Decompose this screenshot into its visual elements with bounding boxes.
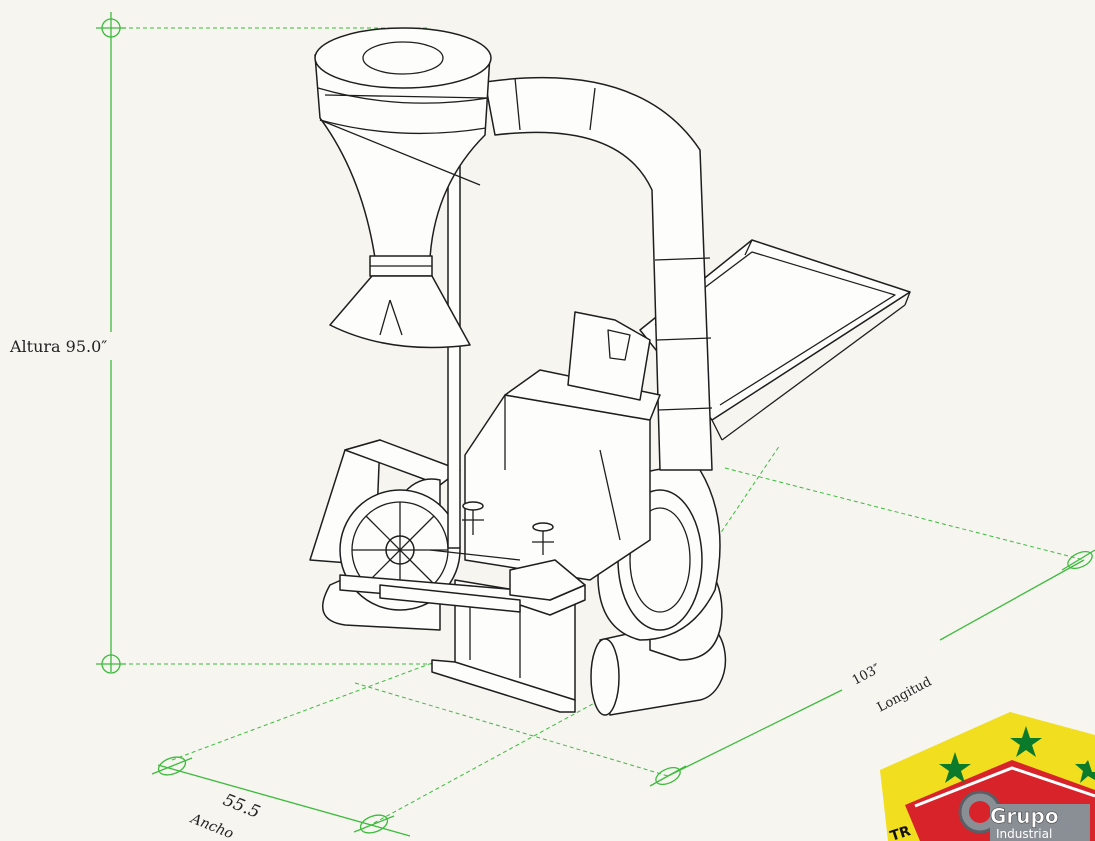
height-dimension: [96, 12, 435, 674]
length-label: Longitud: [875, 674, 934, 715]
company-logo: Grupo Industrial TR: [880, 712, 1095, 841]
height-label: Altura 95.0″: [9, 337, 107, 356]
valve-handle-left: [462, 501, 484, 535]
logo-star-icon: [1010, 726, 1042, 757]
frame-rails: [339, 549, 586, 616]
length-right-target-icon: [1061, 549, 1095, 571]
width-left-target-icon: [151, 756, 193, 776]
logo-line1: Grupo: [990, 804, 1059, 828]
cyclone-pipe: [484, 76, 713, 471]
width-dimension: [151, 659, 601, 837]
logo-partial-text: TR: [888, 823, 912, 841]
height-bottom-target-icon: [96, 654, 126, 674]
valve-handle-right: [532, 522, 554, 555]
logo-line2: Industrial: [996, 827, 1052, 841]
logo-star-icon: [939, 752, 971, 783]
hammer-mill-drawing: [309, 27, 911, 716]
width-label: Ancho: [187, 810, 236, 841]
mill-body: [464, 311, 661, 581]
width-value: 55.5: [220, 790, 263, 823]
length-left-target-icon: [649, 765, 687, 787]
length-value: 103″: [850, 661, 883, 688]
height-top-target-icon: [96, 18, 126, 38]
width-right-target-icon: [353, 814, 395, 834]
logo-star-icon: [1075, 760, 1095, 783]
cyclone: [314, 27, 492, 349]
